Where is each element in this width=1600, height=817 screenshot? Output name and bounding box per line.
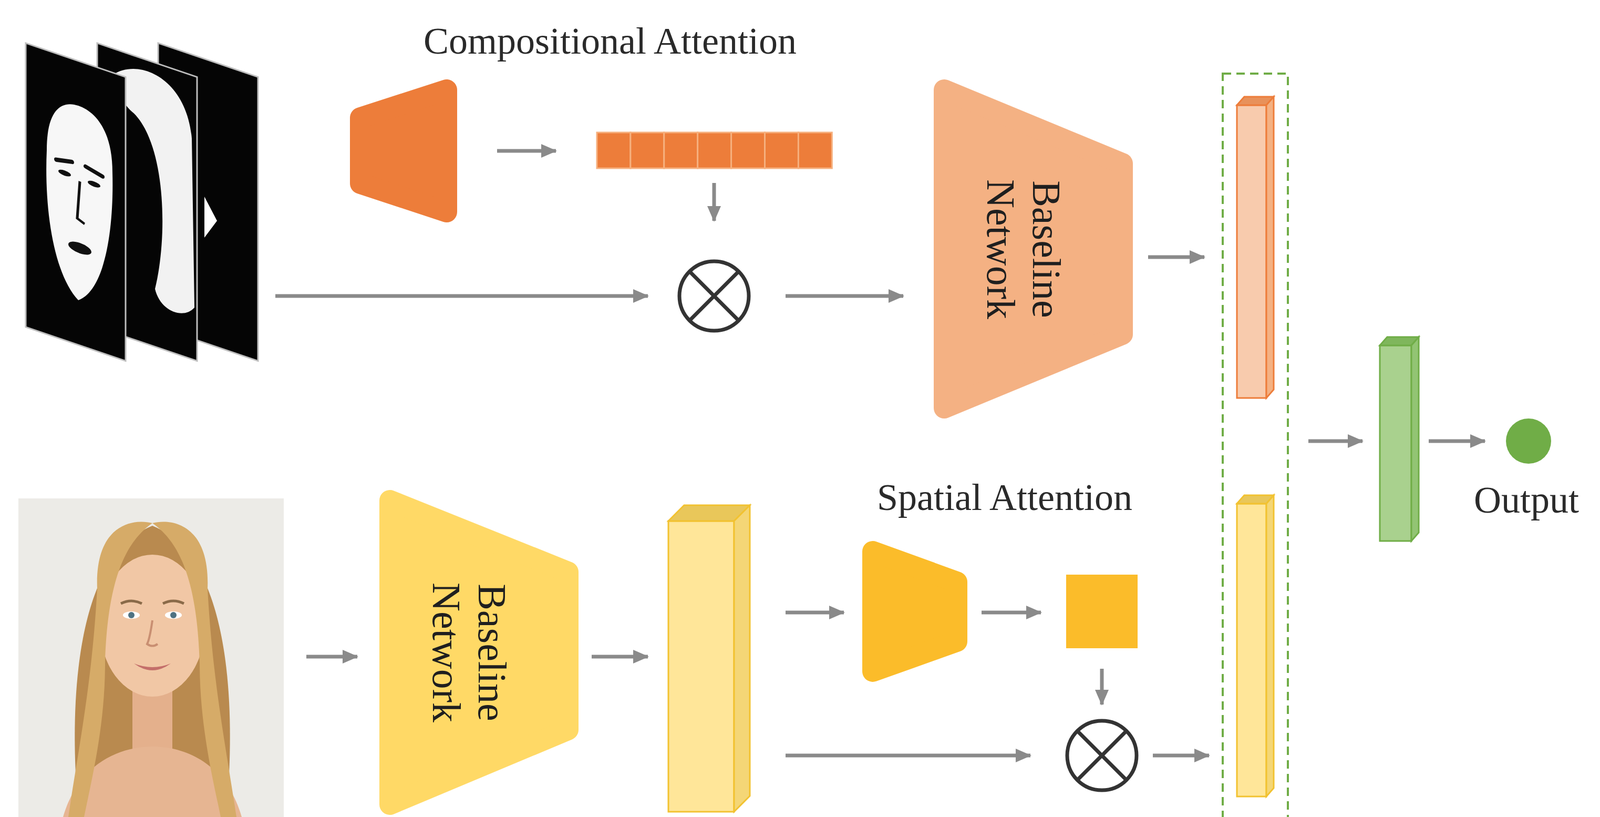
- attention-module: [872, 551, 957, 672]
- vector-cell: [731, 132, 766, 169]
- vector-side: [1266, 494, 1274, 797]
- baseline-network: Baseline Network: [933, 79, 1133, 419]
- feature-tensor: [668, 504, 750, 812]
- output-label: Output: [1473, 478, 1579, 522]
- arrow: [785, 753, 1031, 758]
- arrow: [1152, 753, 1210, 758]
- mouth: [68, 239, 92, 258]
- arrow: [981, 610, 1041, 615]
- vector-front: [1236, 503, 1267, 797]
- multiply-symbol: [1067, 720, 1137, 790]
- network-block: [389, 500, 569, 804]
- multiply-symbol: [679, 261, 749, 331]
- nose: [77, 180, 85, 224]
- multiply-cross: [1077, 730, 1127, 780]
- arrows: [275, 150, 1485, 756]
- brow: [162, 600, 184, 604]
- attention-vector: [596, 132, 832, 169]
- brow: [56, 156, 72, 165]
- feature-vector: [1236, 96, 1274, 398]
- vector-cell: [765, 132, 799, 169]
- multiply-cross: [689, 271, 739, 321]
- concat-bracket: [1222, 73, 1288, 817]
- baseline-network: Baseline Network: [379, 489, 579, 815]
- arrow: [1100, 668, 1104, 705]
- multiply-cross: [689, 271, 739, 321]
- arrow: [275, 294, 648, 298]
- iris: [170, 611, 177, 618]
- eye: [164, 611, 182, 619]
- module-title: Compositional Attention: [423, 19, 797, 64]
- arrow: [591, 654, 648, 659]
- arrow: [306, 654, 358, 659]
- vector-side: [1411, 336, 1419, 541]
- fused-vector: [1379, 336, 1419, 541]
- arrow: [1428, 439, 1485, 443]
- vector-cell: [798, 132, 832, 169]
- eye: [87, 179, 101, 189]
- output-dot: [1505, 418, 1552, 464]
- eye: [122, 611, 140, 619]
- arrow: [1148, 255, 1205, 260]
- multiply-circle: [679, 261, 749, 331]
- vector-cell: [664, 132, 698, 169]
- multiply-cross: [1077, 730, 1127, 780]
- brow: [120, 600, 142, 604]
- hair-strand: [68, 521, 153, 817]
- module-title: Spatial Attention: [876, 475, 1133, 520]
- network-name: Baseline Network: [422, 565, 515, 739]
- photo-background: [18, 498, 284, 817]
- arrow: [1308, 439, 1363, 443]
- network-block: [944, 89, 1123, 408]
- network-name: Baseline Network: [977, 162, 1070, 336]
- attention-map: [1066, 574, 1138, 648]
- arrow: [785, 610, 844, 615]
- vector-front: [1236, 105, 1267, 398]
- arrow: [785, 294, 904, 298]
- arrow: [497, 149, 556, 153]
- vector-front: [1379, 345, 1412, 541]
- attention-module: [360, 89, 447, 212]
- feature-vector: [1236, 494, 1274, 797]
- multiply-circle: [1067, 720, 1137, 790]
- iris: [128, 611, 135, 618]
- vector-side: [1266, 96, 1274, 398]
- mask-image: [25, 43, 126, 361]
- hair-strand: [152, 521, 237, 817]
- tensor-side: [734, 504, 750, 812]
- vector-cell: [596, 132, 631, 169]
- vector-cell: [630, 132, 665, 169]
- face-mask: [46, 94, 113, 312]
- mask-region: [204, 196, 218, 242]
- brow: [85, 166, 103, 177]
- nose: [147, 620, 158, 646]
- tensor-front: [668, 520, 735, 812]
- smile: [133, 663, 171, 670]
- arrow: [712, 182, 717, 221]
- face-photo: [18, 498, 284, 817]
- mask-panel: [25, 43, 126, 361]
- eye: [58, 168, 71, 178]
- vector-cell: [697, 132, 732, 169]
